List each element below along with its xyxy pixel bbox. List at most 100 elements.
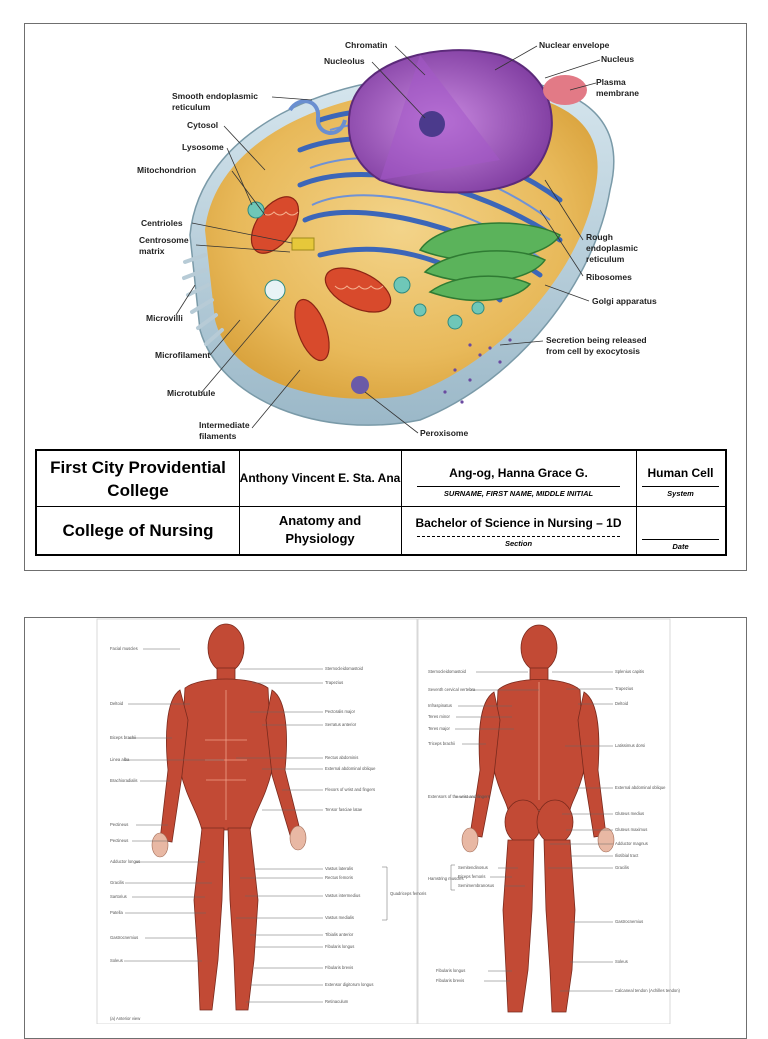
label-nucleus: Nucleus — [601, 54, 634, 64]
ant-label-adductor-longus: Adductor longus — [110, 859, 140, 864]
subject-line1: Anatomy and — [278, 513, 362, 528]
ant-label-trapezius: Trapezius — [325, 680, 343, 685]
ant-label-serratus: Serratus anterior — [325, 722, 357, 727]
post-label-infraspinatus: Infraspinatus — [428, 703, 452, 708]
student-caption: SURNAME, FIRST NAME, MIDDLE INITIAL — [443, 488, 594, 498]
label-peroxisome: Peroxisome — [420, 428, 468, 438]
school-name-line2: College — [107, 480, 169, 500]
system-value: Human Cell — [647, 465, 714, 480]
label-golgi: Golgi apparatus — [592, 296, 657, 306]
nucleolus — [419, 111, 445, 137]
centrioles — [291, 237, 315, 251]
college-cell: College of Nursing — [37, 506, 239, 554]
cell-diagram: Chromatin Nuclear envelope Nucleolus Nuc… — [137, 40, 657, 441]
ant-label-linea-alba: Linea alba — [110, 757, 130, 762]
ant-label-biceps: Biceps brachii — [110, 735, 136, 740]
secretion-dots — [443, 338, 512, 404]
ant-label-vastus-intermedius: Vastus intermedius — [325, 893, 360, 898]
post-label-iliotibial: Iliotibial tract — [615, 853, 639, 858]
label-secretion-2: from cell by exocytosis — [546, 346, 640, 356]
post-label-fibularis-brevis: Fibularis brevis — [436, 978, 464, 983]
smooth-er — [288, 99, 347, 135]
post-label-teres-major: Teres major — [428, 726, 450, 731]
date-cell: Date — [636, 506, 725, 554]
post-label-semitendinosus: Semitendinosus — [458, 865, 488, 870]
post-label-triceps: Triceps brachii — [428, 741, 455, 746]
subject-line2: Physiology — [285, 531, 355, 546]
post-label-sternocleidomastoid: Sternocleidomastoid — [428, 669, 467, 674]
post-label-hamstring: Hamstring muscles — [428, 876, 464, 881]
label-ribosomes: Ribosomes — [586, 272, 632, 282]
post-label-gracilis: Gracilis — [615, 865, 629, 870]
label-plasma-membrane-2: membrane — [596, 88, 639, 98]
instructor-cell: Anthony Vincent E. Sta. Ana — [239, 451, 401, 506]
anterior-left-leaders — [124, 648, 224, 962]
ant-label-gracilis: Gracilis — [110, 880, 124, 885]
ant-label-deltoid: Deltoid — [110, 701, 124, 706]
post-label-gluteus-medius: Gluteus medius — [615, 811, 644, 816]
ant-label-sartorius: Sartorius — [110, 894, 127, 899]
ant-label-tibialis: Tibialis anterior — [325, 932, 354, 937]
label-lysosome: Lysosome — [182, 142, 224, 152]
ant-label-patella: Patella — [110, 910, 123, 915]
post-label-gastrocnemius: Gastrocnemius — [615, 919, 643, 924]
ant-label-rectus-abdominis: Rectus abdominis — [325, 755, 358, 760]
ant-label-pectineus-2: Pectineus — [110, 838, 128, 843]
ant-label-fibularis-brevis: Fibularis brevis — [325, 965, 353, 970]
ant-label-fibularis-longus: Fibularis longus — [325, 944, 354, 949]
student-cell: Ang-og, Hanna Grace G. SURNAME, FIRST NA… — [401, 451, 636, 506]
ant-label-vastus-medialis: Vastus medialis — [325, 915, 354, 920]
posterior-left-leaders — [450, 671, 539, 982]
ant-label-extensor-digitorum: Extensor digitorum longus — [325, 982, 373, 987]
post-label-adductor-magnus: Adductor magnus — [615, 841, 648, 846]
post-label-deltoid: Deltoid — [615, 701, 629, 706]
ant-label-facial: Facial muscles — [110, 646, 138, 651]
posterior-right-leaders — [548, 671, 613, 992]
section-value: Bachelor of Science in Nursing – 1D — [415, 516, 622, 530]
post-label-latissimus: Latissimus dorsi — [615, 743, 645, 748]
post-label-fibularis-longus: Fibularis longus — [436, 968, 465, 973]
label-smooth-er-2: reticulum — [172, 102, 211, 112]
ant-label-external-oblique: External abdominal oblique — [325, 766, 376, 771]
label-microfilament: Microfilament — [155, 350, 210, 360]
college-name: College of Nursing — [62, 520, 214, 540]
subject-cell: Anatomy and Physiology — [239, 506, 401, 554]
anterior-right-leaders — [236, 668, 388, 1003]
label-centrosome-2: matrix — [139, 246, 165, 256]
ant-label-tensor: Tensor fasciae latae — [325, 807, 363, 812]
label-intermediate-2: filaments — [199, 431, 237, 441]
post-label-external-oblique: External abdominal oblique — [615, 785, 666, 790]
instructor-name: Anthony Vincent E. Sta. Ana — [239, 471, 401, 485]
label-rough-er-3: reticulum — [586, 254, 625, 264]
ant-label-quadriceps: Quadriceps femoris — [390, 891, 426, 896]
post-label-seventh-cervical: Seventh cervical vertebra — [428, 687, 476, 692]
ant-label-sternocleidomastoid: Sternocleidomastoid — [325, 666, 364, 671]
post-label-extensors: Extensors of the wrist and fingers — [428, 794, 490, 799]
ant-label-retinaculum: Retinaculum — [325, 999, 349, 1004]
label-rough-er-1: Rough — [586, 232, 613, 242]
ant-label-rectus-femoris: Rectus femoris — [325, 875, 353, 880]
vesicles — [247, 201, 485, 330]
ant-label-brachioradialis: Brachioradialis — [110, 778, 137, 783]
label-secretion-1: Secretion being released — [546, 335, 647, 345]
label-cytosol: Cytosol — [187, 120, 218, 130]
label-nucleolus: Nucleolus — [324, 56, 365, 66]
microvilli — [182, 253, 224, 346]
ant-label-pectoralis: Pectoralis major — [325, 709, 356, 714]
ant-label-gastrocnemius: Gastrocnemius — [110, 935, 138, 940]
post-label-calcaneal: Calcaneal tendon (Achilles tendon) — [615, 988, 681, 993]
label-intermediate-1: Intermediate — [199, 420, 250, 430]
anterior-view-caption: (a) Anterior view — [110, 1016, 141, 1021]
ant-label-pectineus-1: Pectineus — [110, 822, 128, 827]
label-plasma-membrane-1: Plasma — [596, 77, 626, 87]
label-chromatin: Chromatin — [345, 40, 388, 50]
ant-label-soleus: Soleus — [110, 958, 123, 963]
post-label-teres-minor: Teres minor — [428, 714, 450, 719]
post-label-semimembranosus: Semimembranosus — [458, 883, 494, 888]
post-label-soleus: Soleus — [615, 959, 628, 964]
date-caption: Date — [672, 542, 689, 551]
section-caption: Section — [504, 539, 533, 548]
system-cell: Human Cell System — [636, 451, 725, 506]
label-rough-er-2: endoplasmic — [586, 243, 638, 253]
